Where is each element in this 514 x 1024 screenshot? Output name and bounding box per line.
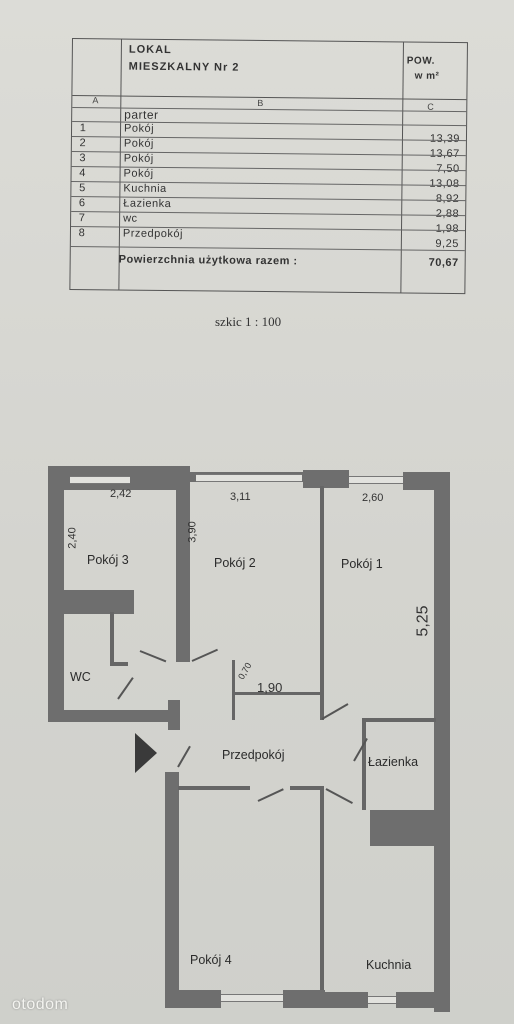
section-label: parter xyxy=(124,107,159,122)
wall xyxy=(370,810,436,846)
row-name: wc xyxy=(123,212,138,225)
room-label-kuchnia: Kuchnia xyxy=(366,958,412,972)
room-label-pokoj-1: Pokój 1 xyxy=(341,557,383,571)
scale-label: szkic 1 : 100 xyxy=(215,314,282,329)
room-label-wc: WC xyxy=(70,670,91,684)
total-value: 70,67 xyxy=(428,256,459,270)
row-name: Łazienka xyxy=(123,197,172,211)
column-b-label: B xyxy=(257,97,264,109)
total-label: Powierzchnia użytkowa razem : xyxy=(118,253,298,268)
wall xyxy=(290,786,320,790)
door xyxy=(139,650,167,663)
wall xyxy=(232,660,235,720)
room-label-lazienka: Łazienka xyxy=(368,755,419,769)
row-number: 8 xyxy=(78,227,86,240)
wall xyxy=(396,992,450,1008)
wall xyxy=(320,486,324,720)
wall xyxy=(168,700,180,730)
row-name: Pokój xyxy=(123,122,155,135)
row-name: Przedpokój xyxy=(122,227,184,241)
door xyxy=(177,745,191,768)
wall xyxy=(366,718,436,722)
row-number: 2 xyxy=(79,137,87,150)
window xyxy=(221,994,283,1002)
window xyxy=(349,476,403,484)
row-number: 4 xyxy=(79,167,86,180)
room-label-pokoj-4: Pokój 4 xyxy=(190,953,232,967)
row-name: Pokój xyxy=(123,167,154,180)
wall xyxy=(178,786,250,790)
dimension-label: 3,90 xyxy=(186,521,199,543)
row-line xyxy=(70,245,465,252)
wall xyxy=(320,992,368,1008)
door xyxy=(321,703,349,720)
door xyxy=(117,677,134,700)
wall xyxy=(165,990,221,1008)
column-c-label: C xyxy=(427,101,435,112)
wall xyxy=(64,590,134,614)
dimension-label: 2,40 xyxy=(66,527,79,549)
room-label-pokoj-3: Pokój 3 xyxy=(87,553,129,567)
row-name: Pokój xyxy=(123,152,154,165)
room-label-przedpokoj: Przedpokój xyxy=(222,748,285,762)
wall xyxy=(110,612,114,666)
wall xyxy=(320,786,324,1006)
dimension-label: 2,42 xyxy=(110,488,132,500)
window xyxy=(70,476,130,484)
wall xyxy=(165,772,179,1008)
row-number: 7 xyxy=(78,212,86,225)
column-a-label: A xyxy=(92,95,99,106)
dimension-label: 5,25 xyxy=(414,605,432,637)
table-title-line1: LOKAL xyxy=(128,43,172,57)
room-label-pokoj-2: Pokój 2 xyxy=(214,556,256,570)
window xyxy=(368,996,396,1004)
dimension-label: 0,70 xyxy=(236,660,254,682)
wall xyxy=(176,466,190,662)
entrance-arrow-icon xyxy=(135,733,157,773)
wall xyxy=(48,710,180,722)
row-area: 9,25 xyxy=(435,237,459,251)
dimension-label: 2,60 xyxy=(362,492,384,504)
row-name: Kuchnia xyxy=(123,182,167,195)
row-number: 1 xyxy=(79,122,87,135)
row-number: 6 xyxy=(78,197,86,210)
area-header-line1: POW. xyxy=(406,55,435,67)
row-number: 3 xyxy=(79,152,87,165)
door xyxy=(325,788,353,804)
dimension-label: 3,11 xyxy=(230,491,251,503)
dimension-label: 1,90 xyxy=(257,680,283,695)
row-number: 5 xyxy=(79,182,86,195)
area-header-line2: w m² xyxy=(414,70,440,82)
door xyxy=(191,648,218,662)
door xyxy=(257,788,284,802)
wall xyxy=(303,470,349,488)
window xyxy=(196,474,302,482)
wall xyxy=(110,662,128,666)
wall xyxy=(362,718,366,810)
area-table: LOKAL MIESZKALNY Nr 2 POW. w m² A B C pa… xyxy=(69,38,468,295)
wall xyxy=(48,466,64,722)
wall xyxy=(434,472,450,1012)
wall xyxy=(232,692,324,695)
otodom-watermark: otodom xyxy=(12,996,69,1013)
wall xyxy=(283,990,325,1008)
table-title-line2: MIESZKALNY Nr 2 xyxy=(128,60,240,74)
row-name: Pokój xyxy=(123,137,154,150)
